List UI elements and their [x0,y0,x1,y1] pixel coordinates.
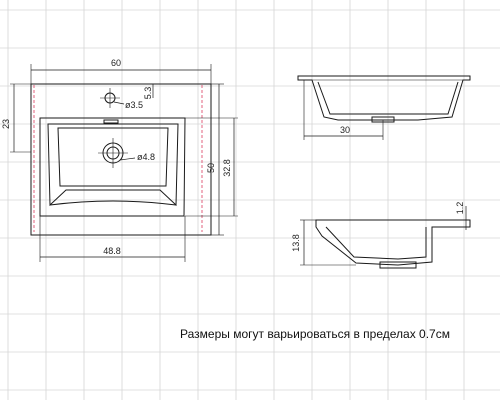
section-view [300,206,471,269]
section-drain [379,261,417,269]
dim-label-drain-diameter: ø4.8 [137,152,155,162]
section-inner [325,226,427,260]
dim-label-tap-offset: 5.3 [143,87,153,100]
bowl-floor [57,127,169,187]
section-outline [315,219,471,266]
dim-label-bowl-depth: 32.8 [222,159,232,177]
dim-label-rim: 1.2 [455,202,465,215]
side-view [297,75,471,140]
dim-label-bowl-width: 48.8 [103,246,121,256]
drain-leader [119,157,136,161]
side-view-inner [317,81,459,115]
top-view [10,64,238,262]
overflow-slot [103,119,119,124]
dim-label-edge: 23 [1,119,11,129]
bowl-outer [39,117,186,217]
basin-outline [30,83,212,236]
bowl-front-curve [49,200,177,206]
tap-leader [113,101,125,105]
dim-label-tap-diameter: ø3.5 [125,100,143,110]
caption-note: Размеры могут варьироваться в пределах 0… [180,327,450,341]
dim-label-depth: 50 [206,163,216,173]
dim-label-side-30: 30 [340,125,350,135]
dim-label-width: 60 [111,58,121,68]
dim-label-section-height: 13.8 [291,234,301,252]
